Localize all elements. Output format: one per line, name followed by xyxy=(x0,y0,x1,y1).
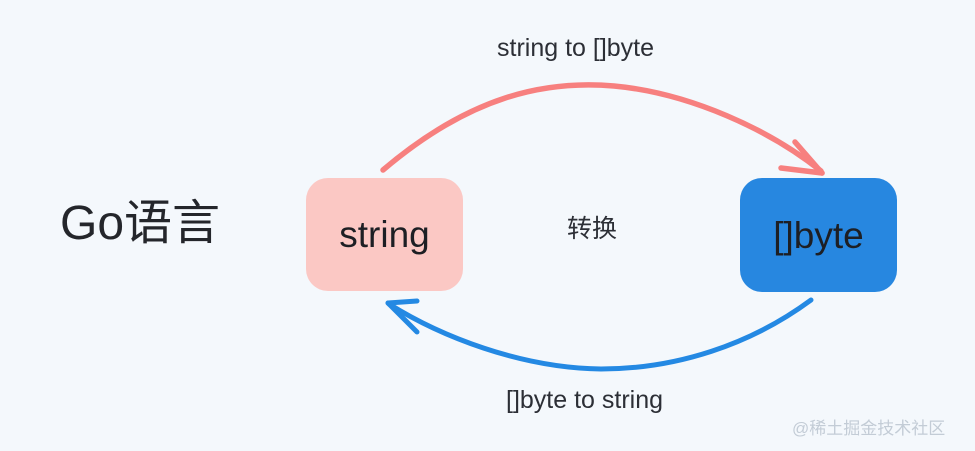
node-bytes-label: []byte xyxy=(773,214,864,256)
watermark: @稀土掘金技术社区 xyxy=(792,419,946,438)
node-bytes[interactable]: []byte xyxy=(740,178,897,292)
node-string[interactable]: string xyxy=(306,178,463,291)
edge-label-bytes-to-string: []byte to string xyxy=(506,386,664,414)
edge-label-string-to-bytes: string to []byte xyxy=(497,34,655,62)
center-label-conversion: 转换 xyxy=(567,215,618,243)
edge-bytes-to-string-arrow xyxy=(385,297,814,372)
diagram-title: Go语言 xyxy=(60,197,221,250)
edge-string-to-bytes-arrow xyxy=(380,82,825,176)
node-string-label: string xyxy=(339,214,430,255)
